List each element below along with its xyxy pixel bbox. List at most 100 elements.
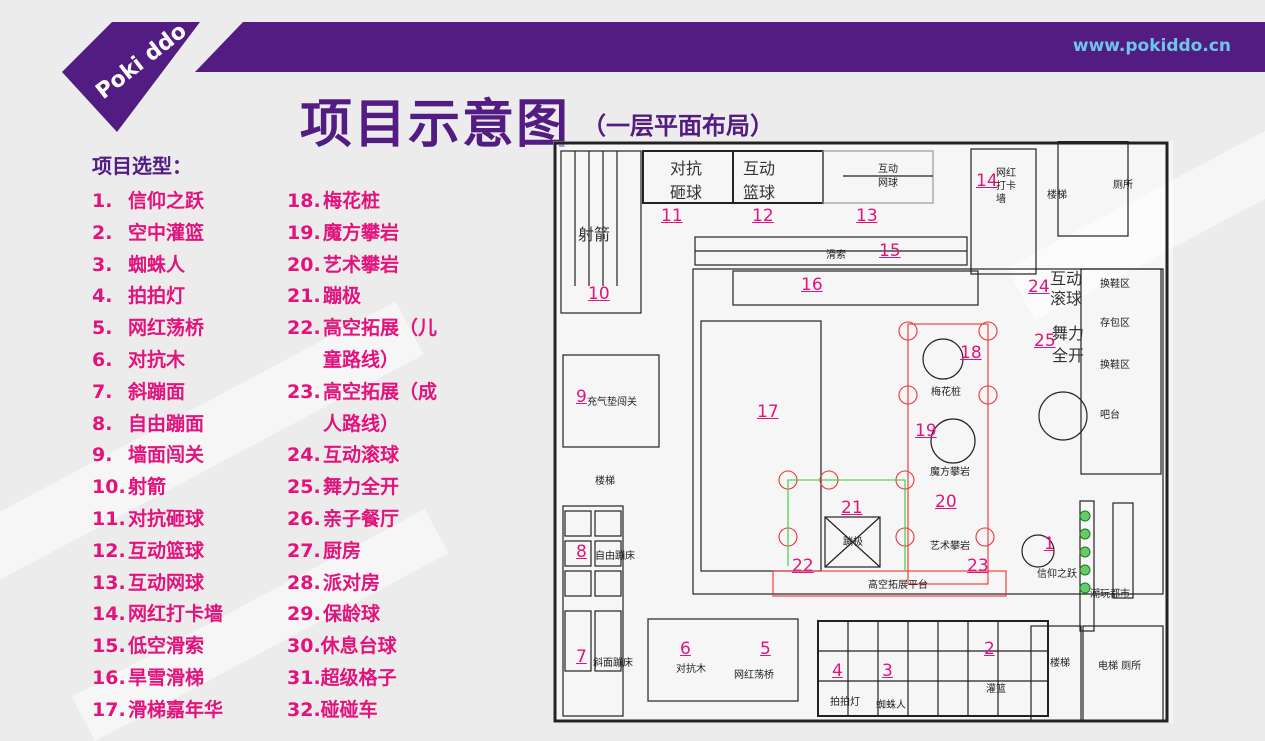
map-number-18: 18 [960,343,982,363]
map-number-13: 13 [856,206,878,226]
map-room-label: 互动 [1050,269,1083,288]
map-room-label: 蹦极 [843,537,863,548]
map-number-22: 22 [792,556,814,576]
list-item-label: 亲子餐厅 [323,508,400,530]
list-item-label: 派对房 [323,571,381,594]
map-number-9: 9 [576,387,587,407]
list-item: 2. 空中灌篮 [92,218,204,245]
map-number-2: 2 [984,639,995,659]
list-item-number: 25. [287,476,321,499]
map-number-3: 3 [882,661,893,681]
list-item-label: 网红打卡墙 [128,603,224,626]
list-item-number: 1. [92,190,113,212]
list-item-number: 7. [92,380,113,403]
list-item: 26.亲子餐厅 [287,504,399,531]
map-room-label: 墙 [996,194,1006,205]
list-item-label: 休息台球 [320,635,397,658]
map-number-24: 24 [1028,277,1050,297]
list-item-label: 互动滚球 [323,444,400,467]
map-number-7: 7 [576,647,587,667]
list-item: 6. 对抗木 [92,345,185,372]
map-number-14: 14 [976,171,998,191]
map-number-20: 20 [935,492,957,512]
list-item: 29.保龄球 [287,599,380,626]
list-item-label: 低空滑索 [128,635,205,658]
map-room-label: 信仰之跃 [1037,569,1077,580]
list-item-label: 互动篮球 [128,539,205,562]
list-item: 20.艺术攀岩 [287,250,399,277]
list-item: 22.高空拓展（儿 [287,313,437,340]
list-item-number: 2. [92,221,113,244]
list-item: 27.厨房 [287,536,361,563]
list-item-number: 6. [92,349,113,371]
map-number-6: 6 [680,639,691,659]
list-item: 31.超级格子 [287,663,397,690]
website-url[interactable]: www.pokiddo.cn [1072,36,1231,56]
list-item: 32.碰碰车 [287,695,378,722]
map-number-16: 16 [801,275,823,295]
map-room-label: 楼梯 [1050,658,1070,669]
list-item: 12.互动篮球 [92,536,204,563]
list-item-label: 滑梯嘉年华 [128,698,224,721]
list-item: 8.自由蹦面 [92,409,204,436]
map-room-label: 高空拓展平台 [868,580,928,591]
header-band [195,22,1265,72]
map-number-12: 12 [752,206,774,226]
map-number-5: 5 [760,639,771,659]
list-item-number: 12. [92,539,126,562]
map-number-8: 8 [576,542,587,562]
map-room-label: 滚球 [1050,289,1083,308]
list-item-number: 14. [92,603,126,626]
list-item-label: 互动网球 [128,571,205,594]
list-item-label: 空中灌篮 [128,221,205,244]
list-item-label: 自由蹦面 [128,412,205,435]
map-number-1: 1 [1044,534,1055,554]
map-number-10: 10 [588,284,610,304]
list-item-number: 4. [92,285,113,308]
list-item-number: 15. [92,635,126,658]
list-item: 17.滑梯嘉年华 [92,695,223,722]
list-item: 人路线） [287,409,399,436]
list-item-number: 27. [287,539,321,562]
map-room-label: 打卡 [996,181,1016,192]
list-item-number: 10. [92,476,126,499]
list-item-label: 保龄球 [323,603,381,626]
list-item: 1.信仰之跃 [92,186,204,213]
list-item: 30.休息台球 [287,631,397,658]
list-item: 5.网红荡桥 [92,313,204,340]
list-item-label: 对抗木 [128,349,186,371]
list-item-number: 22. [287,317,321,340]
list-title: 项目选型： [92,154,192,178]
list-item-label: 魔方攀岩 [323,221,400,244]
list-item: 21.蹦极 [287,281,361,308]
map-room-label: 全开 [1052,346,1085,365]
list-item-label: 对抗砸球 [128,508,205,530]
page-title: 项目示意图 [300,95,571,155]
map-room-label: 吧台 [1100,410,1120,421]
map-room-label: 充气垫闯关 [587,397,637,408]
list-item-number: 3. [92,253,113,276]
floor-plan-drawing [553,141,1169,723]
list-item: 16.旱雪滑梯 [92,663,204,690]
list-item-label: 斜蹦面 [128,380,186,403]
map-number-21: 21 [841,498,863,518]
map-room-label: 滑索 [826,250,846,261]
list-item: 18.梅花桩 [287,186,380,213]
list-item: 15.低空滑索 [92,631,204,658]
map-room-label: 篮球 [743,183,776,202]
map-room-label: 网球 [878,178,898,189]
list-item-label: 旱雪滑梯 [128,667,205,689]
map-room-label: 楼梯 [595,476,615,487]
map-room-label: 自由蹦床 [595,551,635,562]
list-item: 28.派对房 [287,568,380,595]
list-item-number: 20. [287,253,321,276]
list-item-label: 人路线） [323,412,400,435]
list-item: 4.拍拍灯 [92,281,185,308]
list-item: 14.网红打卡墙 [92,599,223,626]
list-item-label: 碰碰车 [320,698,378,721]
map-room-label: 斜面蹦床 [593,658,633,669]
map-room-label: 蜘蛛人 [876,700,906,711]
map-room-label: 换鞋区 [1100,279,1130,290]
list-item-number: 32. [287,698,321,721]
